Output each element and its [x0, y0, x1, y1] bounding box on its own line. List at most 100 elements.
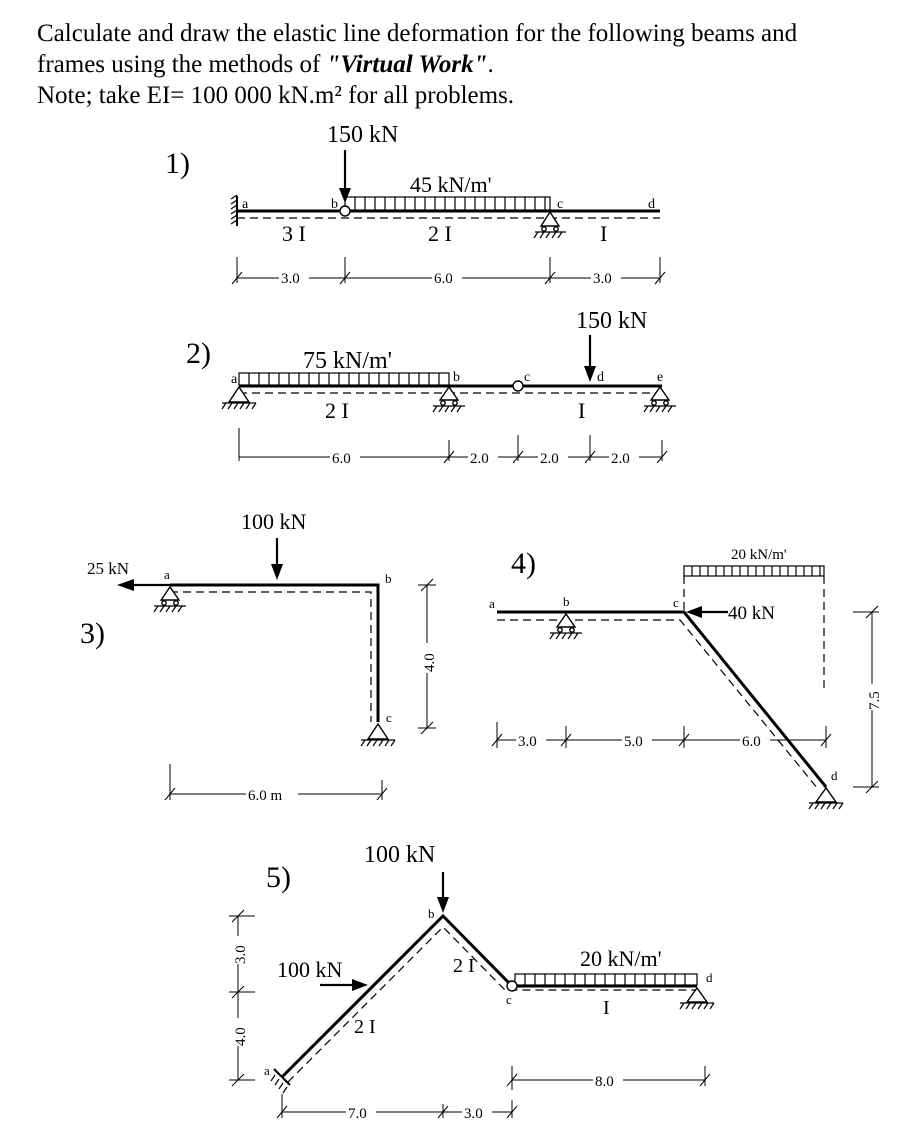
frame-4-elastic-line — [497, 619, 819, 790]
node-d-label-2: d — [597, 370, 604, 385]
point-load-150-label: 150 kN — [327, 122, 398, 148]
method-name: "Virtual Work" — [326, 51, 488, 78]
stiffness-i-label-5: I — [603, 997, 610, 1019]
dim-6.0-2: 6.0 — [332, 451, 351, 467]
node-a-label-4: a — [489, 596, 495, 611]
horizontal-load-25-label: 25 kN — [87, 559, 129, 578]
node-d-label-4: d — [831, 768, 838, 783]
problem-3: 3) 25 kN 100 kN a b c — [80, 509, 438, 804]
stiffness-2i-label-2: 2 I — [325, 398, 349, 423]
dim-6.0: 6.0 — [434, 271, 453, 287]
frame-5-member — [280, 913, 697, 1079]
inclined-load-arrowhead — [352, 979, 368, 991]
node-d-label-5: d — [706, 970, 713, 985]
dim-2.0-b: 2.0 — [540, 451, 559, 467]
distributed-load-45 — [344, 196, 551, 211]
dimension-horizontal-5 — [276, 1066, 711, 1119]
frame-5-elastic-line — [287, 926, 697, 1083]
dimension-line-2 — [238, 428, 668, 464]
node-a-label: a — [242, 197, 249, 212]
roller-support-e — [643, 385, 676, 413]
dim-3.0-4: 3.0 — [518, 734, 537, 750]
dim-2.0-a: 2.0 — [470, 451, 489, 467]
problem-1-number: 1) — [165, 147, 190, 180]
dimension-horizontal-4 — [491, 722, 832, 748]
dim-3.0-5: 3.0 — [464, 1106, 483, 1122]
dim-5.0-4: 5.0 — [624, 734, 643, 750]
node-c-label-3: c — [386, 710, 392, 725]
problem-4-number: 4) — [511, 547, 536, 580]
problem-5-number: 5) — [266, 861, 291, 894]
stiffness-i-label: I — [600, 221, 607, 246]
point-load-100-label-3: 100 kN — [241, 509, 307, 534]
dim-4.0-3: 4.0 — [422, 653, 438, 672]
horizontal-load-arrowhead-4 — [686, 606, 702, 618]
dim-2.0-c: 2.0 — [611, 451, 630, 467]
frame-4-member — [497, 610, 828, 788]
dim-3.0-b: 3.0 — [593, 271, 612, 287]
stiffness-2i-label: 2 I — [428, 221, 452, 246]
stiffness-3i-label: 3 I — [282, 221, 306, 246]
node-a-label-2: a — [231, 372, 238, 387]
problem-2-number: 2) — [186, 337, 211, 370]
node-c-label-2: c — [524, 370, 530, 385]
node-c-label-5: c — [506, 992, 512, 1007]
node-d-label: d — [648, 197, 655, 212]
dim-4.0-5-vertical: 4.0 — [233, 1027, 249, 1046]
stiffness-2i-label-5b: 2 I — [453, 955, 475, 977]
stiffness-i-label-2: I — [578, 398, 585, 423]
inclined-load-100-label: 100 kN — [277, 957, 343, 982]
node-b-label-3: b — [385, 571, 392, 586]
node-e-label-2: e — [657, 370, 663, 385]
distributed-load-75 — [238, 372, 450, 386]
load-45-label: 45 kN/m' — [410, 172, 492, 197]
point-load-arrowhead — [339, 188, 351, 203]
roller-support-b — [432, 385, 465, 413]
dim-3.0-5-vertical: 3.0 — [233, 945, 249, 964]
roller-support-b-4 — [549, 612, 582, 640]
intro-line-2-end: . — [487, 51, 494, 78]
node-b-label-5: b — [428, 906, 435, 921]
dim-7.5-4: 7.5 — [867, 691, 883, 710]
point-load-150-label-2: 150 kN — [576, 308, 647, 334]
pin-support-d-4 — [808, 786, 844, 810]
point-load-arrowhead-5 — [437, 897, 449, 913]
pin-support-c-3 — [360, 722, 396, 747]
hinge-c-5 — [506, 980, 518, 992]
horizontal-load-arrowhead — [117, 579, 134, 591]
pin-support-d-5 — [679, 986, 715, 1010]
load-20-label-4: 20 kN/m' — [731, 547, 787, 563]
node-a-label-5: a — [264, 1063, 270, 1078]
problem-2: 2) 75 kN/m' 150 kN — [186, 308, 676, 467]
intro-line-1: Calculate and draw the elastic line defo… — [37, 20, 798, 47]
node-b-label: b — [331, 197, 338, 212]
pin-support-a — [221, 385, 257, 410]
point-load-arrowhead-2 — [584, 366, 596, 382]
dim-8.0-5: 8.0 — [595, 1074, 614, 1090]
dim-3.0-a: 3.0 — [281, 271, 300, 287]
dim-6.0-4: 6.0 — [742, 734, 761, 750]
node-b-label-4: b — [563, 594, 570, 609]
problem-5: 5) 100 kN 100 kN 20 kN/m' a b c — [229, 842, 715, 1122]
frame-3-elastic-line — [170, 591, 372, 722]
intro-line-3: Note; take EI= 100 000 kN.m² for all pro… — [37, 82, 515, 109]
problem-3-number: 3) — [80, 617, 105, 650]
dim-6.0m-3: 6.0 m — [248, 788, 283, 804]
roller-support-a-3 — [153, 585, 186, 613]
problem-statement: Calculate and draw the elastic line defo… — [37, 18, 897, 111]
fixed-support-a-5 — [270, 1068, 291, 1094]
load-20-label-5: 20 kN/m' — [580, 946, 662, 971]
stiffness-2i-label-5a: 2 I — [354, 1016, 376, 1038]
point-load-arrowhead-3 — [271, 564, 283, 580]
node-a-label-3: a — [164, 567, 170, 582]
load-75-label: 75 kN/m' — [303, 348, 392, 374]
intro-line-2-start: frames using the methods of — [37, 51, 327, 78]
node-b-label-2: b — [453, 370, 460, 385]
fixed-support-a — [230, 194, 238, 226]
node-c-label: c — [557, 197, 563, 212]
distributed-load-20-4 — [683, 565, 825, 690]
frame-3-member — [170, 583, 380, 722]
problem-1: 1) 45 kN/m' 150 kN — [165, 122, 666, 287]
distributed-load-20-5 — [514, 973, 698, 986]
